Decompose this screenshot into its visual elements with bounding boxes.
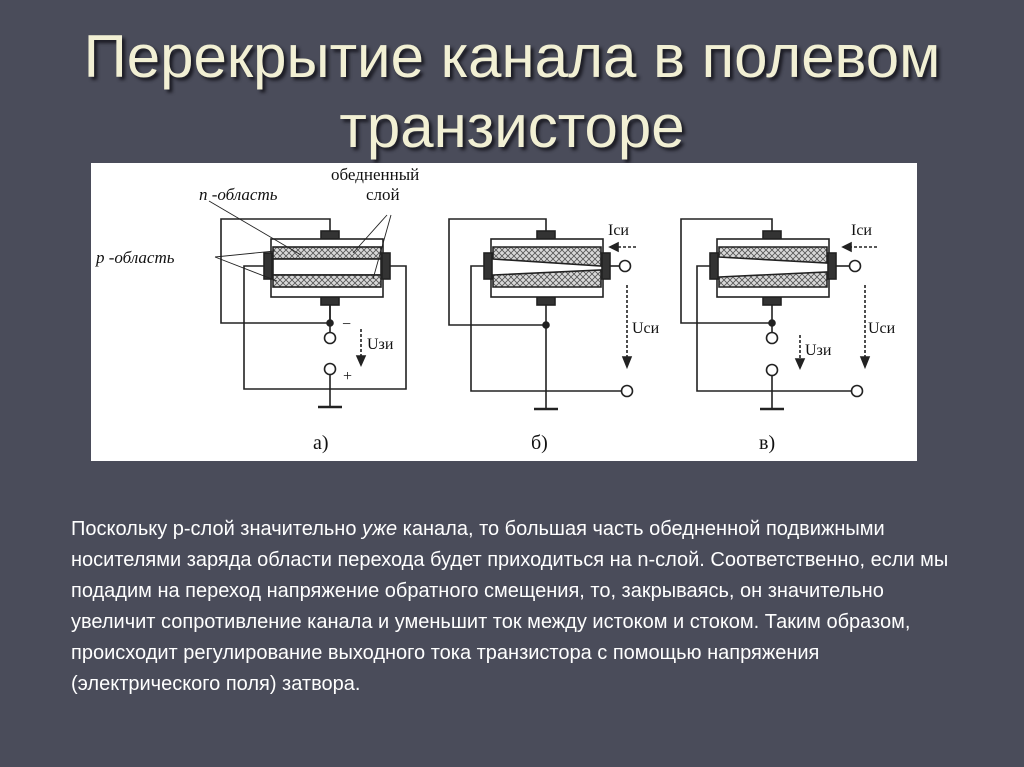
isi-label-b: Iси: [608, 222, 629, 239]
title-line-1: Перекрытие канала в полевом: [83, 23, 941, 90]
depleted-layer-top: [492, 246, 602, 267]
depleted-label-line1: обедненный: [331, 165, 419, 184]
panel-a: [208, 200, 407, 409]
paragraph-part-3: канала, то большая часть обедненной подв…: [71, 518, 949, 695]
transistor-diagram: n -область обедненный слой p -область − …: [91, 163, 917, 461]
source-terminal: [323, 362, 337, 376]
source-terminal: [620, 384, 634, 398]
panel-label-a: а): [313, 432, 329, 454]
panel-b: [448, 218, 636, 411]
isi-label-c: Iси: [851, 222, 872, 239]
plus-sign-a: +: [343, 368, 352, 385]
top-gate-contact: [320, 230, 340, 240]
gate-terminal: [323, 331, 337, 345]
minus-sign-a: −: [342, 316, 351, 333]
source-contact: [263, 252, 273, 280]
panel-label-c: в): [759, 432, 775, 454]
usi-label-b: Uси: [632, 320, 660, 337]
uzi-label-c: Uзи: [805, 342, 832, 359]
n-channel: [272, 258, 382, 276]
depleted-layer-bottom: [718, 271, 828, 288]
usi-label-c: Uси: [868, 320, 896, 337]
diagram-svg: n -область обедненный слой p -область − …: [95, 165, 896, 454]
uzi-label-a: Uзи: [367, 336, 394, 353]
drain-terminal: [618, 259, 632, 273]
drain-contact: [381, 252, 391, 280]
p-region-label: p -область: [95, 248, 175, 267]
paragraph-part-1: Поскольку p-слой значительно: [71, 518, 363, 540]
depleted-layer-top: [272, 246, 382, 260]
panel-label-b: б): [531, 432, 548, 454]
depleted-label-line2: слой: [366, 185, 400, 204]
depleted-layer-bottom: [492, 269, 602, 288]
panel-c: [680, 218, 877, 411]
n-region-label: n -область: [199, 185, 278, 204]
bottom-gate-contact: [320, 296, 340, 306]
slide-title: Перекрытие канала в полевом транзисторе: [0, 22, 1024, 162]
depleted-layer-top: [718, 246, 828, 264]
depleted-layer-bottom: [272, 274, 382, 288]
explanation-paragraph: Поскольку p-слой значительно уже канала,…: [71, 514, 951, 700]
title-line-2: транзисторе: [339, 93, 685, 160]
paragraph-italic-word: уже: [362, 518, 398, 540]
